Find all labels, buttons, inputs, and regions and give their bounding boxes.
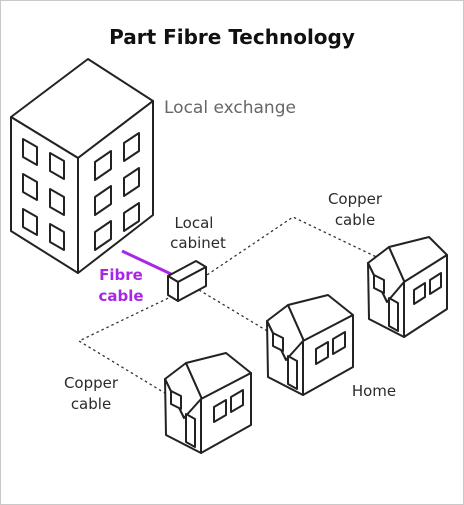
- local-cabinet-box: [167, 260, 207, 302]
- copper-line-home: [198, 289, 270, 333]
- label-copper-cable-left-line2: cable: [71, 395, 111, 413]
- house-right: [367, 236, 448, 338]
- diagram-title: Part Fibre Technology: [109, 25, 355, 49]
- local-exchange-building: [10, 58, 154, 274]
- label-home: Home: [352, 382, 396, 400]
- label-copper-cable-left-line1: Copper: [64, 374, 119, 392]
- label-fibre-cable-line1: Fibre: [99, 266, 143, 284]
- label-local-cabinet-line2: cabinet: [170, 234, 226, 252]
- copper-line-left: [77, 290, 184, 399]
- label-local-exchange: Local exchange: [164, 98, 296, 118]
- exchange-front-windows: [22, 138, 65, 251]
- label-local-cabinet-line1: Local: [175, 214, 214, 232]
- label-fibre-cable-line2: cable: [98, 287, 143, 305]
- house-middle: [266, 294, 354, 396]
- copper-cable-lines: [77, 216, 390, 399]
- cabinet-side: [177, 266, 207, 302]
- house-left: [164, 352, 252, 454]
- label-copper-cable-top-line2: cable: [335, 211, 375, 229]
- fibre-cable-line: [121, 249, 172, 276]
- exchange-side-windows: [94, 132, 140, 251]
- label-copper-cable-top-line1: Copper: [328, 190, 383, 208]
